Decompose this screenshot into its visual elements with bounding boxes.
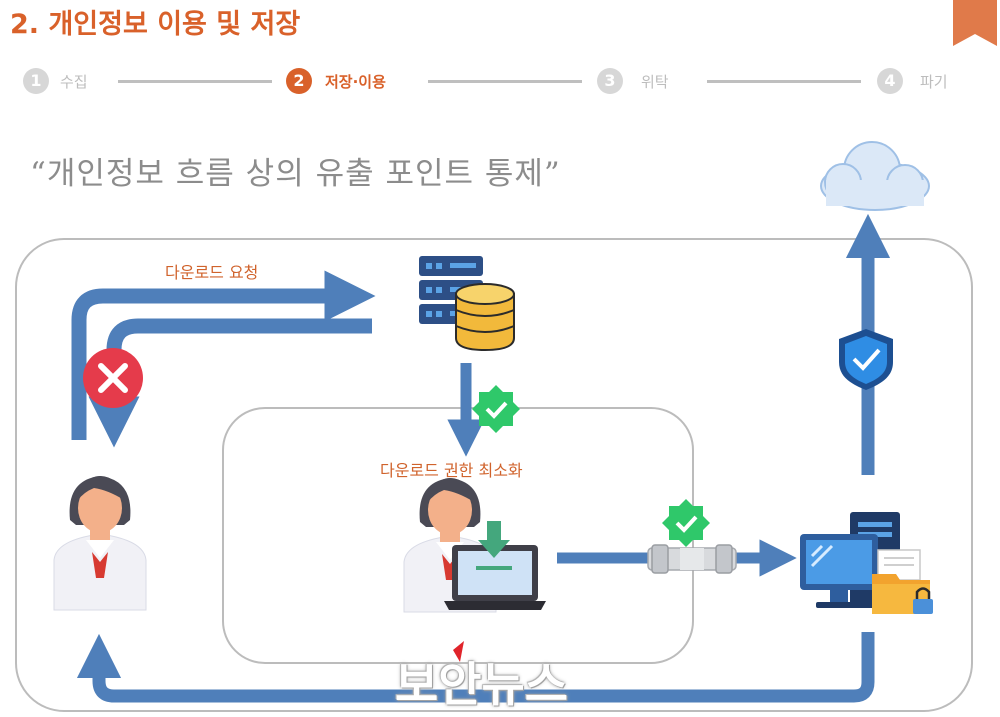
blocked-x-icon [83,348,143,408]
shield-check-icon [839,329,893,390]
step-2-label[interactable]: 저장·이용 [325,73,386,91]
check-badge-icon [662,499,710,547]
corner-ribbon-icon [953,0,997,46]
page-title: 2. 개인정보 이용 및 저장 [10,9,301,40]
locked-folder-icon [872,549,933,614]
person-icon [53,476,147,611]
quote-heading: “개인정보 흐름 상의 유출 포인트 통제” [30,156,561,192]
check-badge-icon [472,385,520,433]
step-2-number[interactable]: 2 [286,68,312,94]
minimize-permission-label: 다운로드 권한 최소화 [380,461,523,480]
step-3-label[interactable]: 위탁 [641,73,669,91]
step-divider [428,80,582,83]
step-1-label[interactable]: 수집 [60,73,88,91]
watermark: 보안뉴스 [395,658,568,713]
cloud-icon [820,141,930,211]
outer-boundary [15,238,973,712]
download-request-arrow [71,270,376,440]
step-divider [118,80,272,83]
step-4-label[interactable]: 파기 [920,73,948,91]
pipe-connector-icon [647,544,737,574]
download-request-label: 다운로드 요청 [165,263,259,282]
watermark-accent [453,641,464,662]
step-divider [707,80,861,83]
laptop-download-icon [444,521,546,610]
step-1-number[interactable]: 1 [23,68,49,94]
server-database-icon [419,256,515,352]
step-3-number[interactable]: 3 [597,68,623,94]
return-to-user-arrow [76,632,875,703]
step-4-number[interactable]: 4 [877,68,903,94]
